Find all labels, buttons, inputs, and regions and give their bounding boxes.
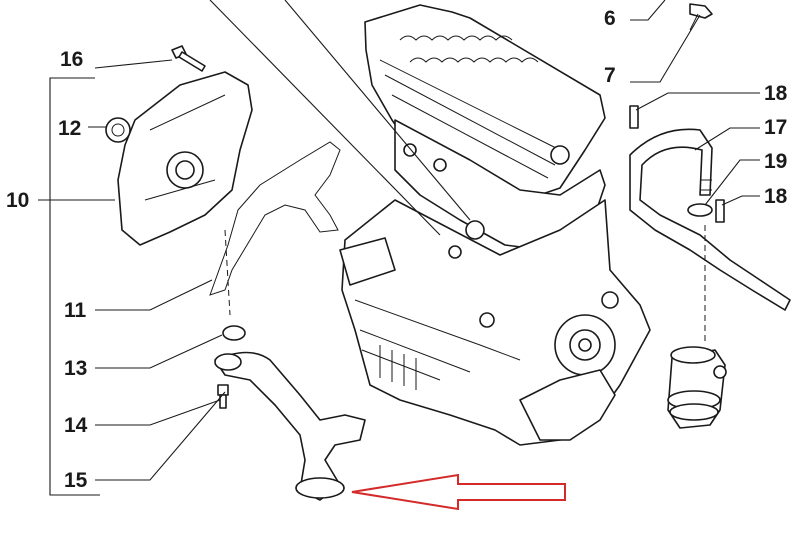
- oring-13: [222, 325, 246, 341]
- callout-11: 11: [64, 299, 87, 322]
- bolt-18b: [715, 199, 725, 223]
- callout-18-top: 18: [764, 82, 788, 105]
- leader-lines: [88, 0, 760, 481]
- bolt-18a: [629, 105, 639, 129]
- callout-16: 16: [60, 48, 83, 71]
- callout-17: 17: [764, 116, 787, 139]
- seal-12: [105, 117, 131, 143]
- engine-block: [339, 4, 651, 446]
- clamp-19: [687, 203, 713, 217]
- callout-18-bottom: 18: [764, 185, 788, 208]
- oil-separator: [667, 346, 727, 429]
- callout-12: 12: [58, 117, 81, 140]
- red-pointer-arrow: [351, 473, 566, 511]
- bolt-16: [171, 45, 206, 72]
- bolt-6: [689, 3, 713, 31]
- gasket-11: [209, 141, 341, 316]
- callout-labels: 16 12 10 11 13 14 15 6 7 18 17 19 18: [6, 7, 788, 492]
- timing-cover: [117, 71, 253, 246]
- oil-pickup-15: [214, 351, 366, 501]
- callout-15: 15: [64, 469, 88, 492]
- group-bracket-10: [38, 77, 115, 496]
- breather-hose-assembly: [629, 128, 791, 345]
- callout-19: 19: [764, 150, 787, 173]
- callout-10: 10: [6, 189, 29, 212]
- callout-14: 14: [64, 414, 88, 437]
- callout-13: 13: [64, 357, 87, 380]
- bolt-14: [217, 384, 229, 409]
- callout-7: 7: [604, 64, 616, 87]
- callout-6: 6: [604, 7, 616, 30]
